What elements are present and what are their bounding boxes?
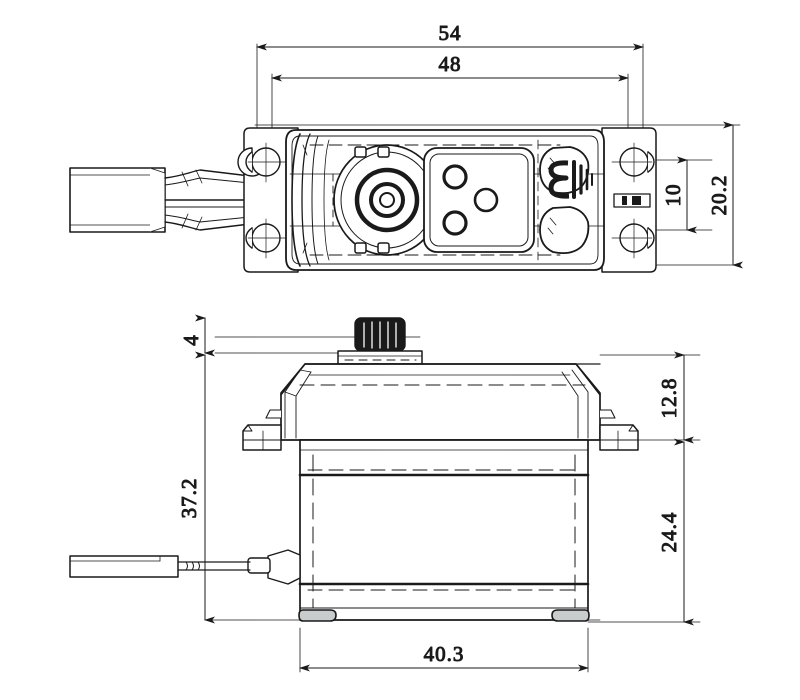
upper-case xyxy=(280,363,601,441)
dim-37-2-label: 37.2 xyxy=(177,478,201,519)
dim-40-3-label: 40.3 xyxy=(424,642,465,666)
spline-horn xyxy=(354,317,406,352)
dim-20-2-label: 20.2 xyxy=(707,175,731,216)
dim-12-8: 12.8 xyxy=(657,351,694,444)
dim-20-2: 20.2 xyxy=(707,121,743,269)
output-shaft xyxy=(333,144,441,256)
dim-54-label: 54 xyxy=(439,21,462,45)
center-mark-left xyxy=(247,142,289,259)
dim-40-3: 40.3 xyxy=(299,642,589,672)
dim-10: 10 xyxy=(661,156,697,234)
brand-logo xyxy=(539,146,593,255)
mounting-tabs-left xyxy=(237,127,299,273)
mounting-tabs-right xyxy=(601,127,657,273)
center-mark-right xyxy=(611,142,653,259)
servo-cable xyxy=(69,549,301,585)
side-view: 4 37.2 12.8 24.4 40.3 xyxy=(69,314,701,673)
case-feet xyxy=(298,609,590,622)
servo-body-top xyxy=(285,129,605,271)
dim-12-8-label: 12.8 xyxy=(657,378,681,419)
hidden-lines-top xyxy=(309,144,561,256)
dim-24-4-label: 24.4 xyxy=(657,512,681,553)
dim-48: 48 xyxy=(271,52,629,82)
dim-24-4: 24.4 xyxy=(657,438,694,626)
dim-48-label: 48 xyxy=(439,52,462,76)
mounting-flange-side xyxy=(242,409,639,451)
top-view: 54 48 10 20.2 xyxy=(69,21,743,273)
output-cap-plate xyxy=(337,350,423,365)
dim-4: 4 xyxy=(179,314,215,357)
dim-37-2: 37.2 xyxy=(177,351,215,624)
lower-case xyxy=(298,439,590,622)
dim-4-label: 4 xyxy=(179,334,203,346)
label-plate xyxy=(423,147,535,253)
dim-10-label: 10 xyxy=(661,184,685,207)
servo-connector xyxy=(69,167,251,233)
dim-54: 54 xyxy=(256,21,644,51)
